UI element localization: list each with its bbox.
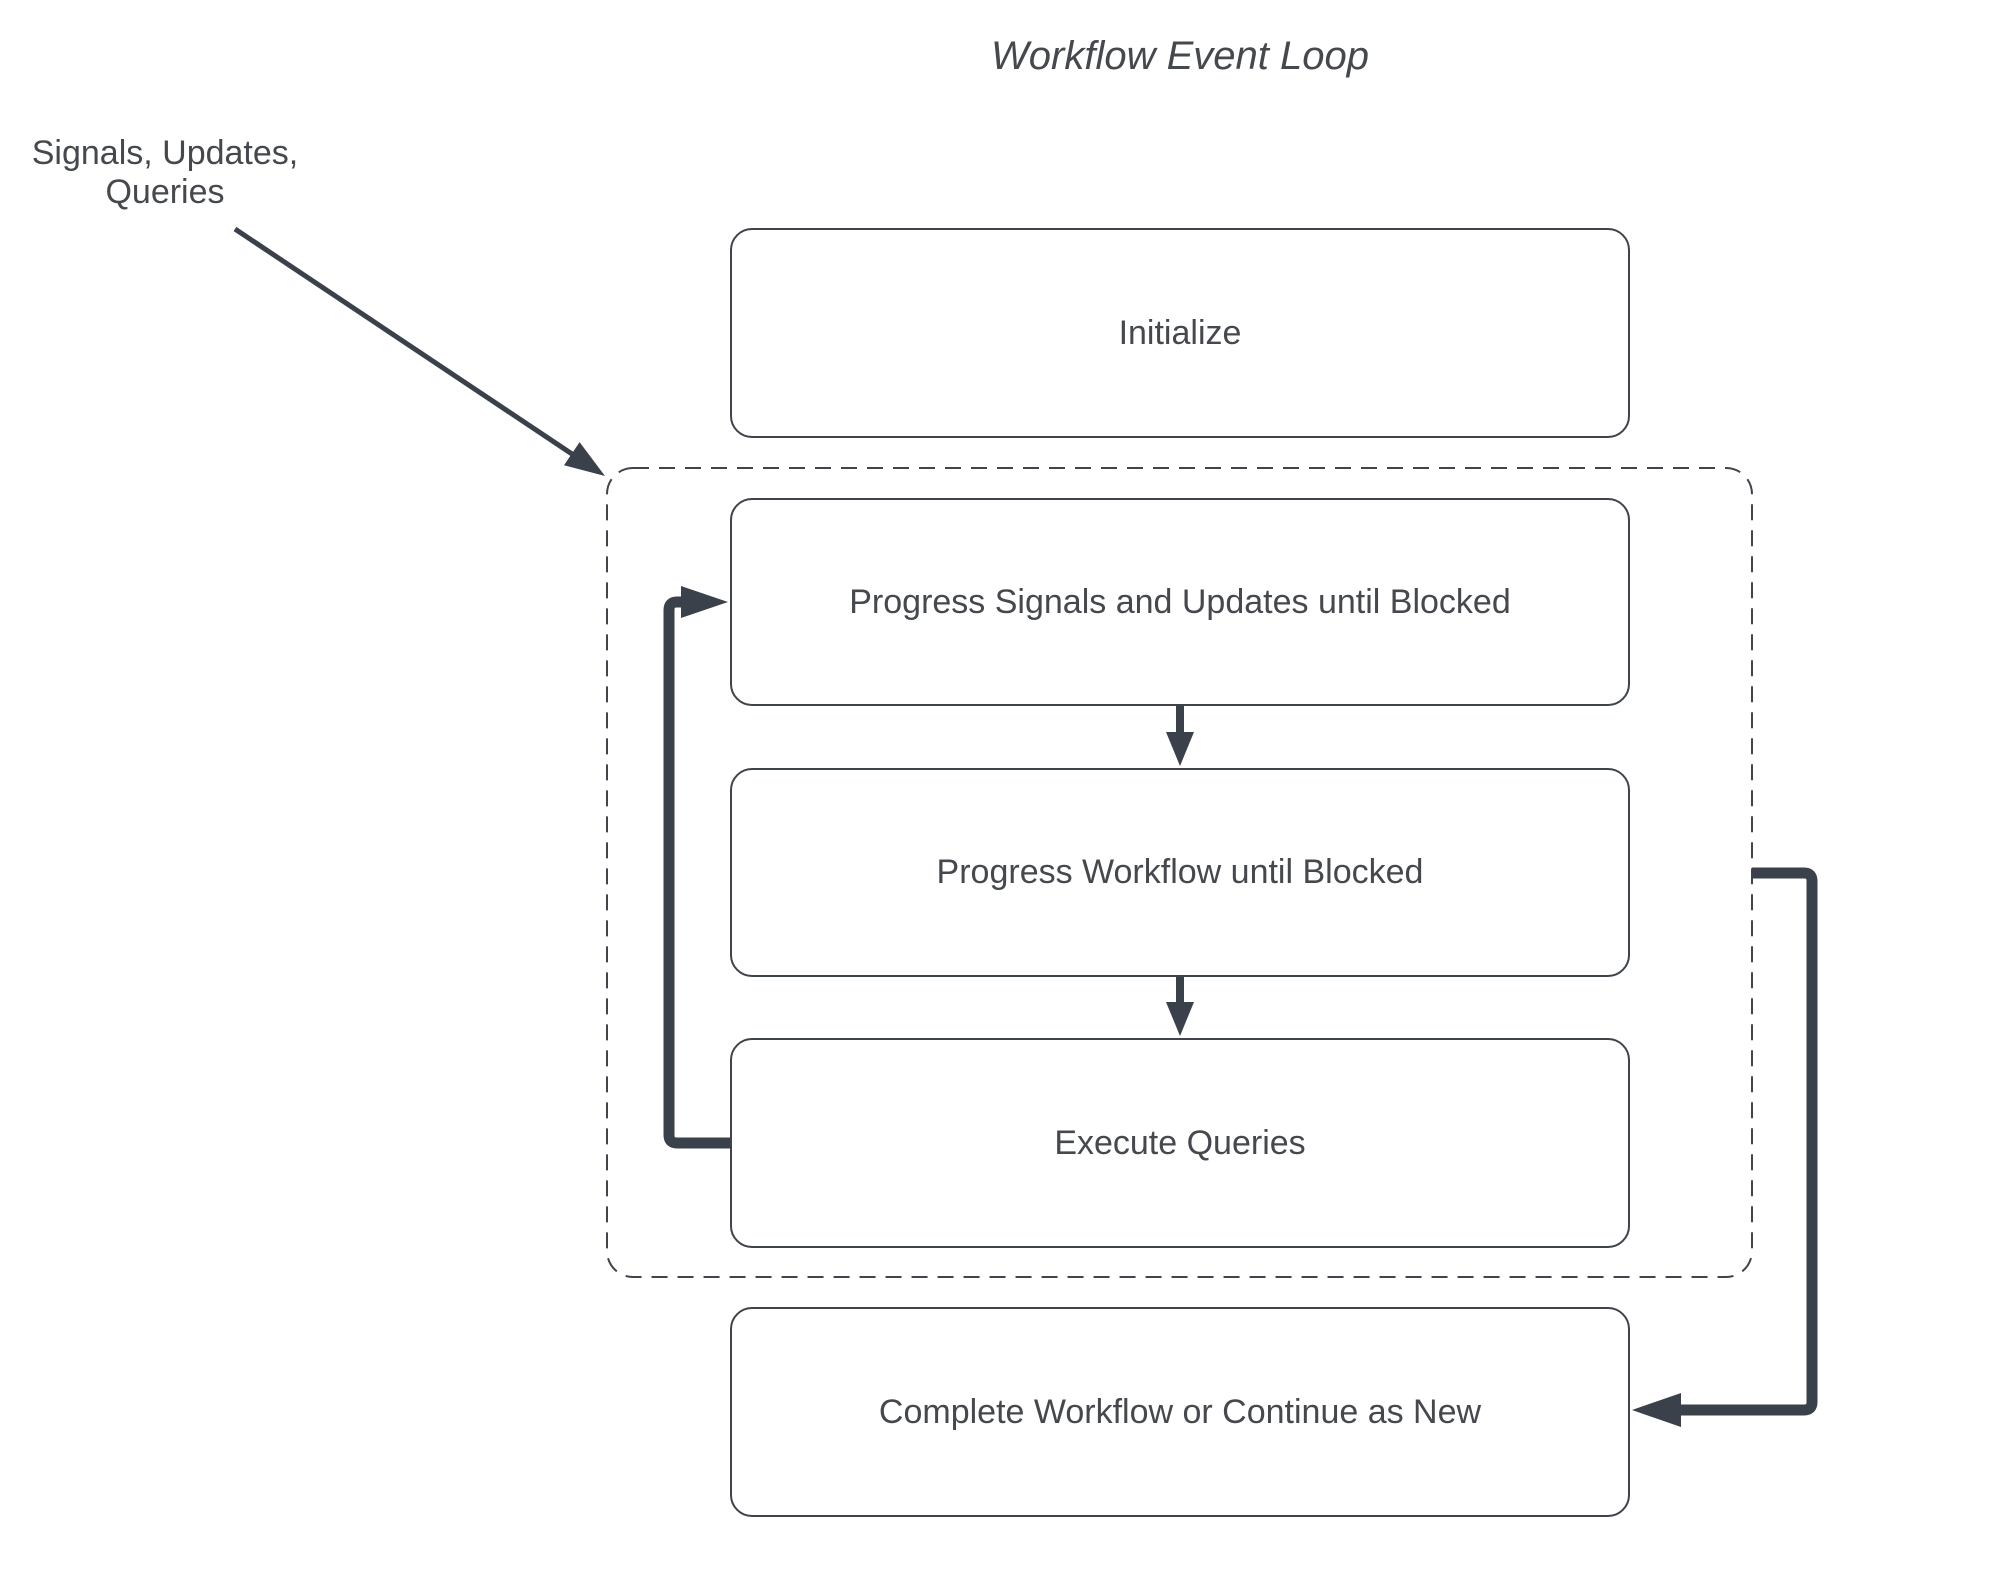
loop-back-arrowhead-icon — [681, 586, 728, 618]
node-initialize-label: Initialize — [1118, 313, 1242, 352]
node-initialize: Initialize — [730, 228, 1630, 438]
external-input-arrowhead-icon — [564, 442, 605, 476]
loop-back-arrow — [663, 586, 730, 1149]
node-progress-signals: Progress Signals and Updates until Block… — [730, 498, 1630, 706]
ext-label-line1: Signals, Updates, — [31, 134, 299, 172]
down-arrowhead-1-icon — [1166, 732, 1194, 766]
exit-arrow — [1632, 867, 1818, 1427]
exit-arrowhead-icon — [1632, 1393, 1681, 1427]
ext-label-line2: Queries — [105, 173, 225, 211]
signals-updates-queries-label: Signals, Updates, Queries — [15, 134, 315, 212]
node-progress-workflow-label: Progress Workflow until Blocked — [936, 853, 1424, 891]
node-progress-workflow: Progress Workflow until Blocked — [730, 768, 1630, 977]
external-input-arrow — [233, 226, 605, 476]
node-complete-workflow: Complete Workflow or Continue as New — [730, 1307, 1630, 1517]
diagram-title: Workflow Event Loop — [991, 34, 1369, 78]
node-execute-queries-label: Execute Queries — [1054, 1123, 1306, 1162]
node-progress-signals-label: Progress Signals and Updates until Block… — [849, 582, 1511, 621]
down-arrow-workflow-to-queries — [1166, 977, 1194, 1036]
down-arrow-signals-to-workflow — [1166, 706, 1194, 766]
down-arrowhead-2-icon — [1166, 1002, 1194, 1036]
node-execute-queries: Execute Queries — [730, 1038, 1630, 1248]
node-complete-workflow-label: Complete Workflow or Continue as New — [878, 1392, 1482, 1431]
